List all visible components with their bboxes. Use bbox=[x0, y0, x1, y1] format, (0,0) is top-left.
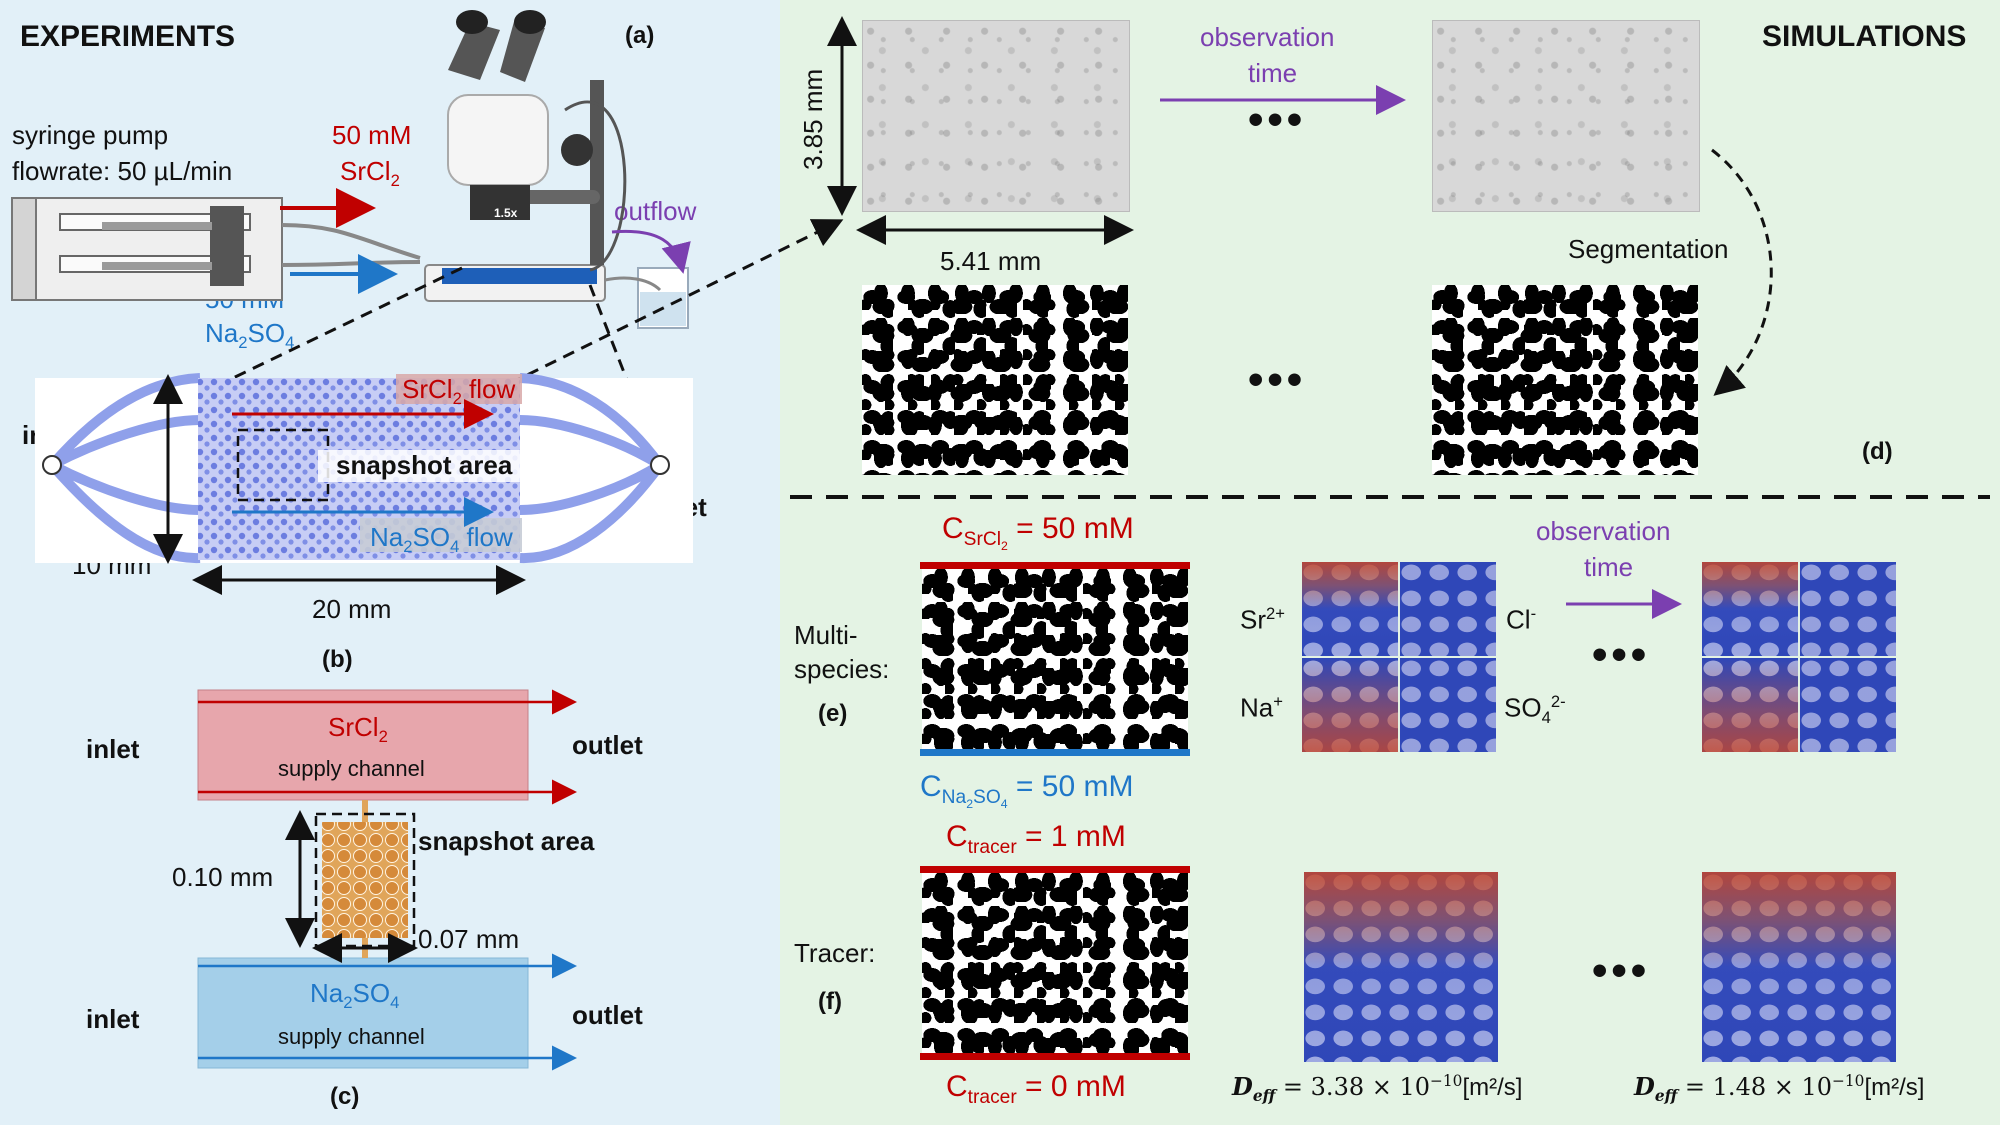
cl-concentration-map-later bbox=[1800, 562, 1896, 656]
c-supply-channel-1-label: supply channel bbox=[278, 756, 425, 781]
c-na2so4-channel-label: Na2SO4 bbox=[310, 978, 400, 1013]
deff-later-equation: Deff = 1.48 × 10−10[m²/s] bbox=[1634, 1072, 1925, 1105]
na2so4-boundary-bar bbox=[920, 749, 1190, 756]
outlet-bottom-label-c: outlet bbox=[572, 1000, 643, 1030]
na2so4-flow-label: Na2SO4 flow bbox=[370, 522, 513, 557]
panel-label-d: (d) bbox=[1862, 438, 1893, 465]
c-srcl2-label: CSrCl2 = 50 mM bbox=[942, 512, 1134, 553]
srcl2-name-label: SrCl2 bbox=[340, 156, 400, 191]
snapshot-area-label-b: snapshot area bbox=[336, 450, 513, 480]
experiments-title: EXPERIMENTS bbox=[20, 20, 236, 53]
tracer-top-boundary-bar bbox=[920, 866, 1190, 873]
binary-image-initial bbox=[862, 285, 1128, 475]
so4-concentration-map-later bbox=[1800, 658, 1896, 752]
outflow-label: outflow bbox=[614, 196, 697, 226]
micrograph-later bbox=[1432, 20, 1700, 212]
panel-label-c: (c) bbox=[330, 1083, 360, 1110]
na-concentration-map-initial bbox=[1302, 658, 1398, 752]
tracer-label: Tracer: bbox=[794, 938, 876, 968]
c-snapshot-label: snapshot area bbox=[418, 826, 595, 856]
c-supply-channel-2-label: supply channel bbox=[278, 1024, 425, 1049]
c-na2so4-label: CNa2SO4 = 50 mM bbox=[920, 770, 1134, 811]
micrograph-initial bbox=[862, 20, 1130, 212]
flowrate-label: flowrate: 50 µL/min bbox=[12, 156, 233, 186]
inlet-bottom-label-c: inlet bbox=[86, 1004, 140, 1034]
observation-time-e-label-2: time bbox=[1584, 552, 1634, 582]
tracer-concentration-map-later bbox=[1702, 872, 1896, 1062]
width-20mm-label: 20 mm bbox=[312, 594, 392, 624]
so4-concentration-map-initial bbox=[1400, 658, 1496, 752]
cl-concentration-map-initial bbox=[1400, 562, 1496, 656]
sr-concentration-map-later bbox=[1702, 562, 1798, 656]
simulations-title: SIMULATIONS bbox=[1762, 20, 1967, 53]
microscope-zoom-label: 1.5x bbox=[494, 206, 518, 220]
tracer-bottom-boundary-bar bbox=[920, 1053, 1190, 1060]
sr-concentration-map-initial bbox=[1302, 562, 1398, 656]
ellipsis-d-binary: ••• bbox=[1248, 355, 1307, 404]
ellipsis-e: ••• bbox=[1592, 630, 1651, 679]
tracer-concentration-map-initial bbox=[1304, 872, 1498, 1062]
multi-species-label-2: species: bbox=[794, 654, 890, 684]
outlet-top-label-c: outlet bbox=[572, 730, 643, 760]
syringe-pump-label: syringe pump bbox=[12, 120, 169, 150]
c-tracer-bottom-label: Ctracer = 0 mM bbox=[946, 1070, 1126, 1108]
c-width-label: 0.07 mm bbox=[418, 924, 520, 954]
c-height-label: 0.10 mm bbox=[172, 862, 274, 892]
ellipsis-top: ••• bbox=[1248, 95, 1307, 144]
c-srcl2-channel-label: SrCl2 bbox=[328, 712, 388, 747]
supply-channel-schematic bbox=[197, 689, 529, 1069]
c-tracer-top-label: Ctracer = 1 mM bbox=[946, 820, 1126, 858]
binary-image-multispecies bbox=[922, 569, 1188, 749]
srcl2-flow-label: SrCl2 flow bbox=[402, 374, 516, 409]
srcl2-conc-label: 50 mM bbox=[332, 120, 412, 150]
so4-ion-label: SO42- bbox=[1504, 692, 1566, 727]
stereo-microscope bbox=[424, 10, 627, 302]
na-ion-label: Na+ bbox=[1240, 692, 1283, 723]
segmentation-label: Segmentation bbox=[1568, 234, 1729, 264]
ellipsis-f: ••• bbox=[1592, 946, 1651, 995]
binary-image-later bbox=[1432, 285, 1698, 475]
panel-label-e: (e) bbox=[818, 700, 848, 727]
sr-ion-label: Sr2+ bbox=[1240, 604, 1285, 635]
panel-label-b: (b) bbox=[322, 646, 353, 673]
width-541-label: 5.41 mm bbox=[940, 246, 1042, 276]
observation-time-label-1: observation bbox=[1200, 22, 1335, 52]
micromodel-chip bbox=[35, 373, 693, 564]
panel-label-f: (f) bbox=[818, 988, 842, 1015]
observation-time-e-label-1: observation bbox=[1536, 516, 1671, 546]
cl-ion-label: Cl- bbox=[1506, 604, 1537, 635]
panel-label-a: (a) bbox=[625, 22, 655, 49]
inlet-top-label-c: inlet bbox=[86, 734, 140, 764]
na-concentration-map-later bbox=[1702, 658, 1798, 752]
multi-species-label-1: Multi- bbox=[794, 620, 858, 650]
na2so4-name-label: Na2SO4 bbox=[205, 318, 295, 353]
deff-initial-equation: Deff = 3.38 × 10−10[m²/s] bbox=[1232, 1072, 1523, 1105]
syringe-pump bbox=[11, 197, 283, 301]
outflow-beaker bbox=[604, 267, 689, 329]
srcl2-boundary-bar bbox=[920, 562, 1190, 569]
binary-image-tracer bbox=[922, 873, 1188, 1053]
observation-time-label-2: time bbox=[1248, 58, 1298, 88]
